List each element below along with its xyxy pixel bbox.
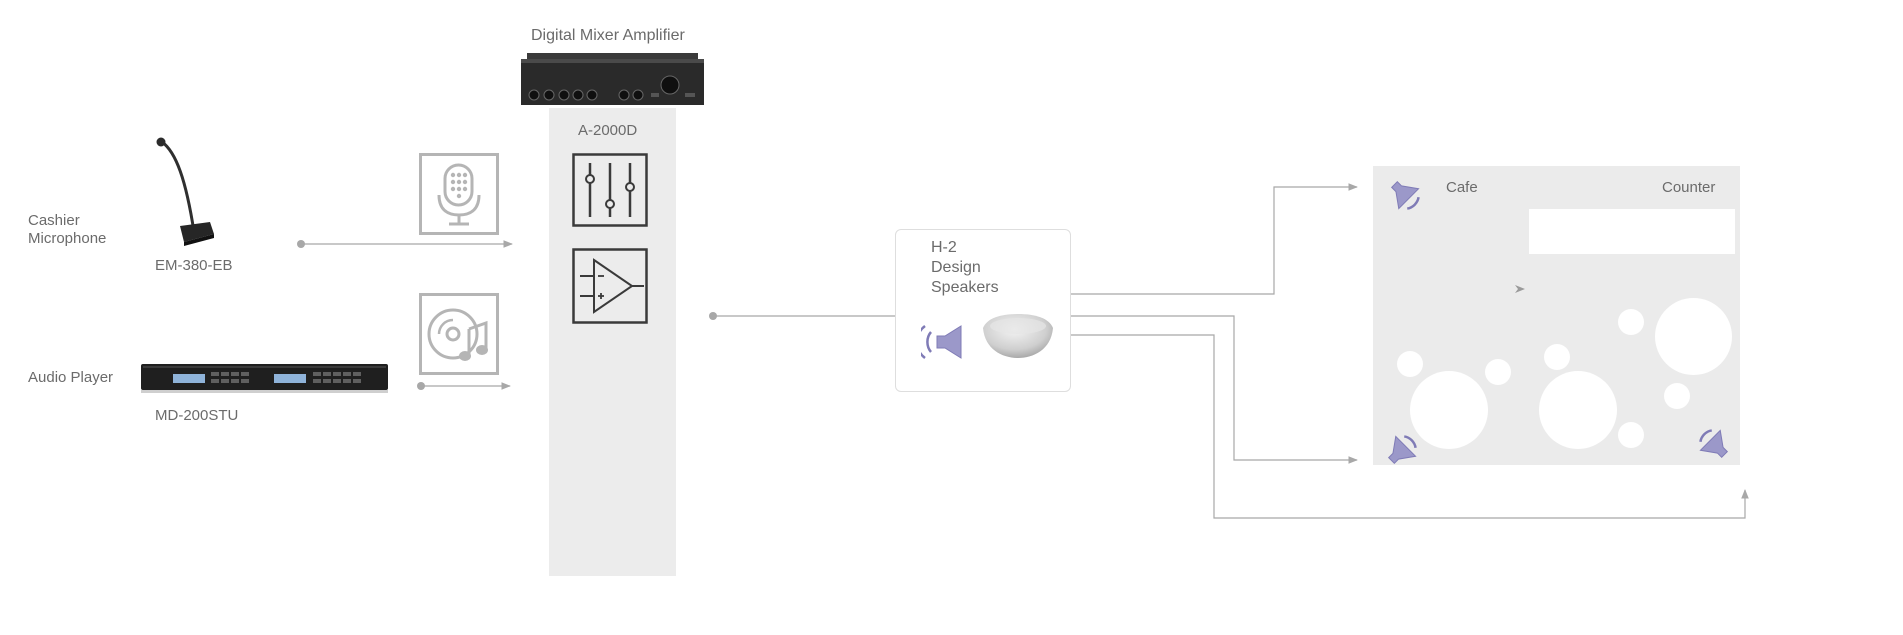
table-circle [1397,351,1423,377]
speaker-label-line1: H-2 [931,239,957,256]
table-circle [1618,422,1644,448]
music-disc-icon [419,293,499,375]
small-arrow-icon [1515,285,1525,293]
table-circle [1618,309,1644,335]
room-speaker-bottom-right-icon [1699,429,1729,459]
amplifier-triangle-icon [572,248,648,324]
speaker-to-bottom-left-arrow [1070,315,1358,464]
speaker-card-label: H-2 Design Speakers [931,238,999,298]
mic-model-label: EM-380-EB [155,257,233,274]
counter-label: Counter [1662,179,1716,196]
gooseneck-microphone-image [156,137,214,246]
table-circle [1664,383,1690,409]
design-speakers-card [895,229,1071,392]
ceiling-speaker-image [983,314,1053,358]
speaker-to-bottom-right-arrow [1070,334,1749,519]
counter-area [1529,209,1735,254]
mixer-amplifier-device-image [521,53,704,105]
table-circle [1485,359,1511,385]
cashier-label-line1: Cashier [28,212,80,229]
audio-player-device-image [141,364,388,393]
speaker-to-cafe-arrow [1070,183,1358,295]
amplifier-model-label: A-2000D [578,122,638,139]
speaker-symbol-icon [921,325,962,359]
table-circle [1539,371,1617,449]
table-circle [1544,344,1570,370]
table-circle [1655,298,1732,375]
cafe-label: Cafe [1446,179,1478,196]
room-speaker-top-left-icon [1390,180,1420,210]
player-model-label: MD-200STU [155,407,239,424]
audio-player-label: Audio Player [28,369,114,386]
speaker-label-line3: Speakers [931,279,999,296]
room-speaker-bottom-left-icon [1387,435,1417,465]
speaker-label-line2: Design [931,259,981,276]
diagram-title: Digital Mixer Amplifier [531,27,685,44]
amplifier-column [549,108,676,576]
cashier-microphone-label: Cashier Microphone [28,212,106,248]
microphone-icon [419,153,499,235]
table-circle [1410,371,1488,449]
cashier-label-line2: Microphone [28,230,107,247]
mixer-faders-icon [572,153,648,227]
